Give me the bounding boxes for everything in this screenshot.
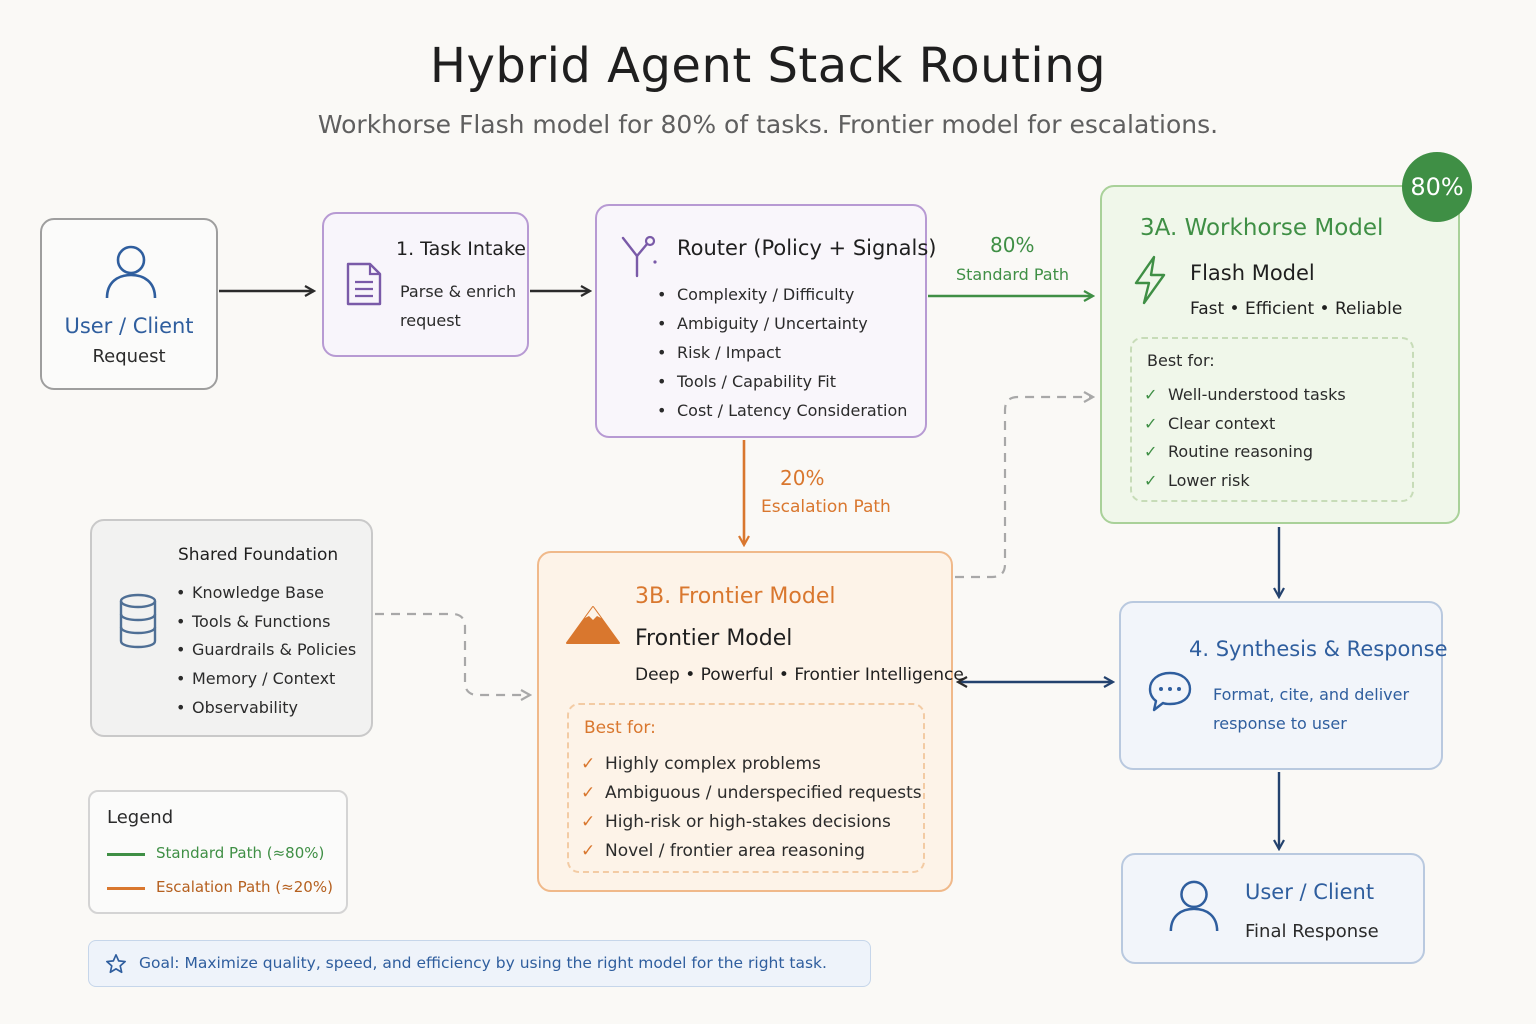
shared-foundation-item: •Observability	[176, 697, 299, 717]
task-intake-title: 1. Task Intake	[396, 238, 526, 260]
router-signal-item: •Tools / Capability Fit	[657, 372, 836, 391]
workhorse-model-name: Flash Model	[1190, 261, 1315, 285]
task-intake-desc-line1: Parse & enrich	[400, 282, 517, 301]
workhorse-model-box: 3A. Workhorse Model Flash Model Fast • E…	[1100, 185, 1460, 524]
final-client-title: User / Client	[1245, 880, 1375, 904]
frontier-best-for-item: ✓Highly complex problems	[581, 750, 922, 779]
legend-escalation-label: Escalation Path (≈20%)	[156, 878, 333, 896]
user-client-box: User / Client Request	[40, 218, 218, 390]
frontier-model-name: Frontier Model	[635, 626, 793, 651]
frontier-best-for-list: ✓Highly complex problems ✓Ambiguous / un…	[581, 750, 922, 866]
frontier-best-for-panel: Best for: ✓Highly complex problems ✓Ambi…	[567, 703, 925, 873]
router-title: Router (Policy + Signals)	[677, 236, 937, 260]
router-signal-list: •Complexity / Difficulty •Ambiguity / Un…	[657, 280, 907, 425]
goal-banner: Goal: Maximize quality, speed, and effic…	[88, 940, 871, 987]
synthesis-box: 4. Synthesis & Response Format, cite, an…	[1119, 601, 1448, 770]
frontier-best-for-label: Best for:	[584, 718, 656, 738]
workhorse-best-for-item: ✓Clear context	[1144, 410, 1346, 439]
shared-foundation-list: •Knowledge Base •Tools & Functions •Guar…	[176, 579, 356, 723]
router-box: Router (Policy + Signals) •Complexity / …	[595, 204, 936, 438]
shared-foundation-item: •Knowledge Base	[176, 583, 324, 602]
frontier-best-for-item: ✓Ambiguous / underspecified requests	[581, 779, 922, 808]
goal-text: Goal: Maximize quality, speed, and effic…	[139, 954, 827, 972]
router-signal-item: •Ambiguity / Uncertainty	[657, 314, 868, 333]
synthesis-desc-line1: Format, cite, and deliver	[1213, 685, 1410, 704]
shared-foundation-item: •Guardrails & Policies	[176, 640, 357, 660]
router-signal-item: •Cost / Latency Consideration	[657, 401, 908, 420]
legend-box: Legend Standard Path (≈80%) Escalation P…	[88, 790, 348, 914]
router-fork-icon	[621, 235, 657, 278]
shared-foundation-item: •Tools & Functions	[176, 611, 331, 631]
page-title: Hybrid Agent Stack Routing	[429, 38, 1107, 94]
standard-path-label: Standard Path	[956, 265, 1070, 284]
check-icon: ✓	[1144, 470, 1158, 490]
check-icon: ✓	[581, 812, 596, 832]
workhorse-traits: Fast • Efficient • Reliable	[1190, 299, 1403, 319]
frontier-title: 3B. Frontier Model	[635, 584, 836, 609]
legend-escalation-swatch	[107, 887, 145, 890]
router-signal-item: •Risk / Impact	[657, 343, 782, 362]
workhorse-best-for-label: Best for:	[1147, 351, 1215, 370]
check-icon: ✓	[1144, 413, 1158, 433]
arrow-foundation-to-frontier-dashed	[375, 612, 530, 695]
mountain-icon	[566, 606, 620, 644]
workhorse-best-for-item: ✓Lower risk	[1144, 467, 1346, 496]
router-signal-item: •Complexity / Difficulty	[657, 285, 855, 304]
star-icon	[106, 954, 126, 974]
shared-foundation-title: Shared Foundation	[178, 545, 339, 565]
shared-foundation-item: •Memory / Context	[176, 669, 336, 689]
check-icon: ✓	[1144, 385, 1158, 404]
task-intake-desc-line2: request	[400, 311, 461, 330]
lightning-icon	[1134, 255, 1166, 305]
user-icon	[105, 245, 157, 299]
synthesis-title: 4. Synthesis & Response	[1189, 637, 1448, 661]
legend-title: Legend	[107, 807, 174, 828]
check-icon: ✓	[581, 754, 596, 774]
frontier-best-for-item: ✓High-risk or high-stakes decisions	[581, 808, 922, 837]
legend-standard-label: Standard Path (≈80%)	[156, 844, 325, 862]
page-subtitle: Workhorse Flash model for 80% of tasks. …	[317, 110, 1219, 139]
arrow-frontier-to-workhorse-dashed	[955, 397, 1093, 579]
user-icon	[1169, 880, 1219, 932]
standard-path-percent: 80%	[990, 233, 1035, 257]
frontier-best-for-item: ✓Novel / frontier area reasoning	[581, 837, 922, 866]
frontier-traits: Deep • Powerful • Frontier Intelligence	[635, 665, 964, 685]
task-intake-box: 1. Task Intake Parse & enrich request	[322, 212, 529, 357]
workhorse-best-for-item: ✓Routine reasoning	[1144, 438, 1346, 467]
database-icon	[119, 593, 157, 649]
chat-bubble-icon	[1148, 671, 1192, 712]
synthesis-desc-line2: response to user	[1213, 714, 1347, 733]
user-client-subtitle: Request	[92, 346, 166, 367]
workhorse-best-for-item: ✓Well-understood tasks	[1144, 381, 1346, 410]
escalation-path-label: Escalation Path	[761, 497, 891, 517]
workhorse-best-for-list: ✓Well-understood tasks ✓Clear context ✓R…	[1144, 381, 1346, 495]
final-client-box: User / Client Final Response	[1121, 853, 1425, 964]
check-icon: ✓	[581, 841, 596, 861]
final-client-subtitle: Final Response	[1245, 921, 1379, 942]
workhorse-percent-badge: 80%	[1402, 152, 1472, 222]
workhorse-best-for-panel: Best for: ✓Well-understood tasks ✓Clear …	[1130, 337, 1414, 502]
user-client-title: User / Client	[64, 314, 194, 338]
escalation-path-percent: 20%	[780, 466, 825, 490]
workhorse-title: 3A. Workhorse Model	[1140, 215, 1384, 241]
document-icon	[346, 262, 382, 306]
check-icon: ✓	[581, 783, 596, 803]
frontier-model-box: 3B. Frontier Model Frontier Model Deep •…	[537, 551, 964, 892]
shared-foundation-box: Shared Foundation •Knowledge Base •Tools…	[90, 519, 373, 737]
check-icon: ✓	[1144, 442, 1158, 461]
legend-standard-swatch	[107, 853, 145, 856]
